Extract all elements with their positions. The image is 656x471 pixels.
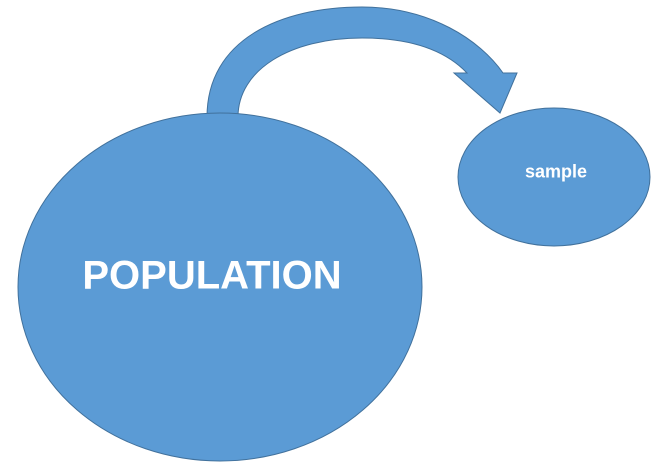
sample-ellipse <box>457 107 651 247</box>
population-ellipse <box>17 112 423 462</box>
curved-arrow <box>206 6 518 118</box>
population-label: POPULATION <box>82 253 342 298</box>
sample-label: sample <box>524 161 588 182</box>
